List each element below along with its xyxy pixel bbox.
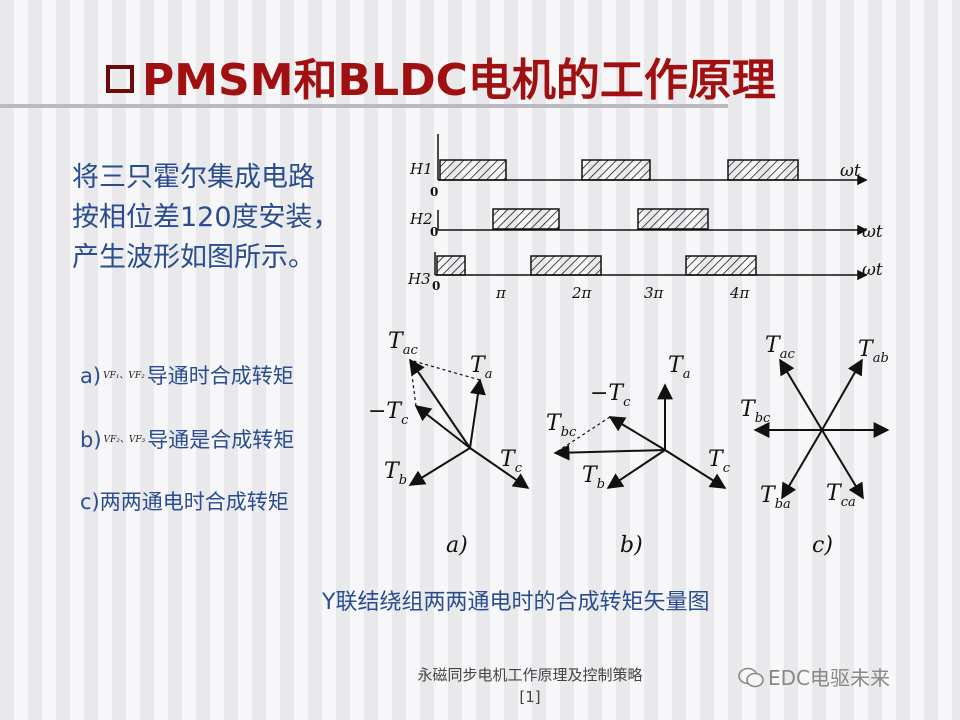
vector-tba	[781, 429, 823, 500]
footer-line: [1]	[519, 688, 541, 706]
axis-label-omega-t: ωt	[862, 260, 883, 280]
zero-label: 0	[432, 279, 440, 293]
diagram-letter-c: c)	[812, 533, 833, 558]
desc-label: a)	[80, 364, 102, 388]
zero-label: 0	[430, 225, 438, 239]
hall-waveform-diagram: H1 H2 H3 0 0 0 ωt ωt ωt π 2π 3π 4π	[407, 134, 883, 302]
slide-title-text: PMSM和BLDC电机的工作原理	[142, 55, 776, 106]
label-tb: Tb	[384, 459, 407, 488]
desc-subscript: VF₂、VF₃	[103, 435, 146, 445]
intro-line: 按相位差120度安装，	[72, 202, 340, 233]
slide-title: PMSM和BLDC电机的工作原理	[106, 44, 776, 108]
label-ta: Ta	[470, 353, 492, 382]
pulse	[492, 208, 560, 230]
desc-a: a)VF₁、VF₂导通时合成转矩	[80, 360, 294, 390]
slide-footer: 永磁同步电机工作原理及控制策略 [1]	[380, 664, 680, 708]
intro-paragraph: 将三只霍尔集成电路 按相位差120度安装， 产生波形如图所示。	[72, 158, 392, 278]
axis-label-omega-t: ωt	[840, 161, 861, 181]
figure-caption: Y联结绕组两两通电时的合成转矩矢量图	[322, 590, 710, 615]
desc-text: 两两通电时合成转矩	[99, 490, 289, 514]
watermark: EDC电驱未来	[738, 662, 890, 691]
zero-label: 0	[430, 185, 438, 199]
desc-label: c)	[80, 490, 100, 514]
label-tba: Tba	[760, 483, 791, 512]
desc-text: 导通是合成转矩	[147, 428, 295, 452]
desc-label: b)	[80, 428, 102, 452]
desc-b: b)VF₂、VF₃导通是合成转矩	[80, 424, 294, 454]
pulse	[439, 159, 507, 181]
label-tbc: Tbc	[546, 411, 577, 440]
label-tc: Tc	[500, 447, 523, 476]
wechat-icon	[738, 667, 764, 688]
intro-line: 将三只霍尔集成电路	[72, 162, 315, 193]
vector-tab	[821, 358, 863, 431]
diagram-letter-b: b)	[620, 533, 643, 558]
row-label-h1: H1	[409, 160, 433, 178]
vector-tbc	[553, 444, 666, 461]
label-tab: Tab	[858, 337, 889, 366]
label-tbc: Tbc	[740, 397, 771, 426]
vector-tac	[409, 358, 471, 449]
label-tca: Tca	[826, 481, 856, 510]
diagram-letter-a: a)	[446, 533, 468, 558]
watermark-text: EDC电驱未来	[768, 666, 891, 690]
label-neg-tc: −Tc	[368, 399, 409, 428]
pulse	[727, 159, 799, 181]
tick-pi: π	[495, 284, 507, 302]
pulse	[637, 208, 709, 230]
desc-text: 导通时合成转矩	[146, 364, 294, 388]
tick-4pi: 4π	[729, 284, 751, 302]
vector-tac	[779, 358, 823, 431]
row-label-h3: H3	[407, 270, 431, 288]
vector-tb	[606, 449, 666, 489]
vector-neg-tc	[414, 405, 471, 449]
vector-tc	[469, 447, 530, 489]
intro-line: 产生波形如图所示。	[72, 242, 315, 273]
label-tac: Tac	[765, 333, 795, 362]
desc-subscript: VF₁、VF₂	[103, 371, 145, 381]
row-label-h2: H2	[409, 210, 433, 228]
axis-label-omega-t: ωt	[862, 222, 883, 242]
pulse	[581, 159, 651, 181]
pulse	[685, 255, 757, 276]
tick-3pi: 3π	[644, 284, 665, 302]
vector-neg-tc	[608, 416, 666, 451]
label-tb: Tb	[582, 463, 605, 492]
desc-c: c)两两通电时合成转矩	[80, 486, 289, 516]
vector-tc	[664, 449, 727, 489]
vector-ta	[469, 378, 486, 449]
title-divider	[0, 104, 728, 108]
pulse	[530, 255, 602, 276]
vector-tca	[821, 429, 864, 500]
pulse	[436, 255, 466, 276]
torque-vector-diagrams: Tac Ta −Tc Tb Tc −Tc Ta Tbc Tb Tc Tac Ta…	[368, 329, 890, 558]
label-tac: Tac	[388, 329, 418, 358]
footer-line: 永磁同步电机工作原理及控制策略	[417, 666, 643, 684]
label-tc: Tc	[708, 447, 731, 476]
tick-2pi: 2π	[571, 284, 593, 302]
vector-tb	[408, 447, 471, 486]
label-ta: Ta	[668, 353, 690, 382]
label-neg-tc: −Tc	[590, 381, 631, 410]
checkbox-bullet-icon	[106, 65, 134, 93]
